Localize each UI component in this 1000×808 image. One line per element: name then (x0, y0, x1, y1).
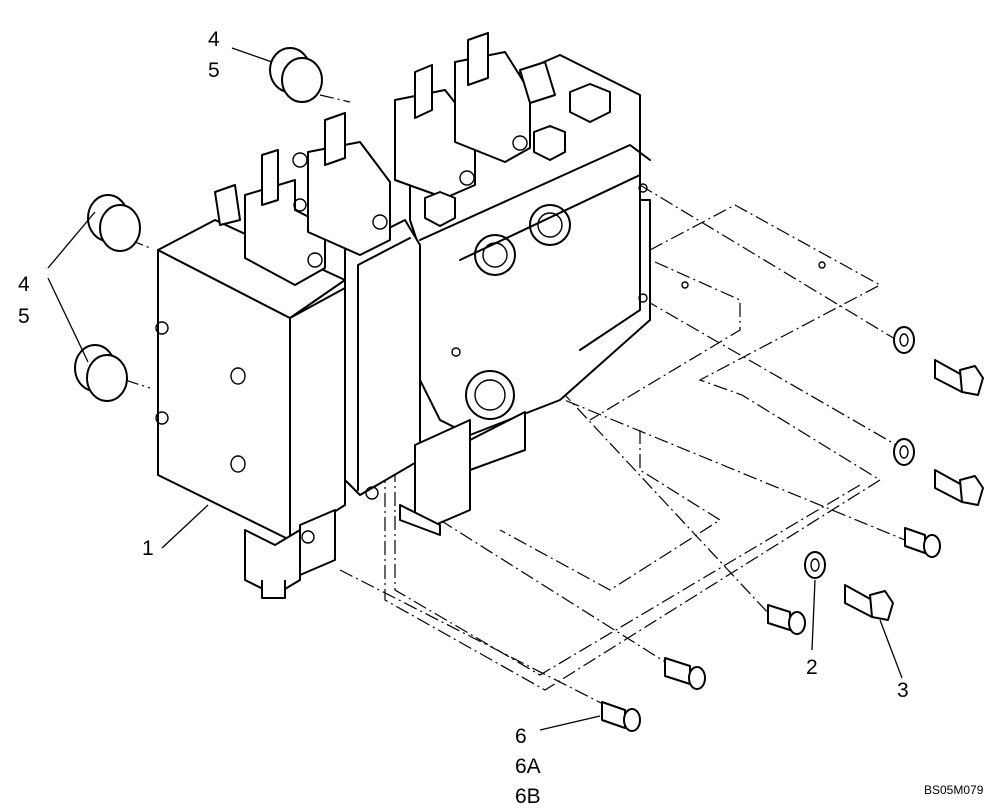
fitting-item-6 (601, 701, 641, 732)
washer-upper (893, 326, 915, 354)
callout-6: 6 (515, 725, 527, 748)
washer-item-2 (804, 551, 826, 579)
bolt-item-3 (844, 584, 894, 621)
drawing-code: BS05M079 (924, 783, 984, 797)
leader-lines (47, 47, 903, 731)
callout-5-left: 5 (18, 305, 30, 328)
mounting-plate (384, 204, 882, 691)
washer-middle (893, 438, 915, 466)
fitting-middle (767, 604, 806, 635)
port-plug-left-upper (87, 194, 141, 252)
callout-2: 2 (806, 656, 818, 679)
callout-1: 1 (142, 537, 154, 560)
callout-3: 3 (897, 679, 909, 702)
callout-4-left: 4 (18, 273, 30, 296)
bolt-middle (934, 469, 984, 506)
callout-5-top: 5 (208, 59, 220, 82)
callout-6b: 6B (515, 785, 541, 808)
fitting-lower (664, 657, 706, 690)
callout-6a: 6A (515, 755, 541, 778)
valve-sections-top (214, 32, 611, 286)
port-plug-top (269, 47, 323, 103)
fitting-upper-right (904, 527, 941, 558)
callout-4-top: 4 (208, 28, 220, 51)
port-plug-left-lower (74, 344, 128, 402)
bolt-upper (934, 359, 984, 396)
